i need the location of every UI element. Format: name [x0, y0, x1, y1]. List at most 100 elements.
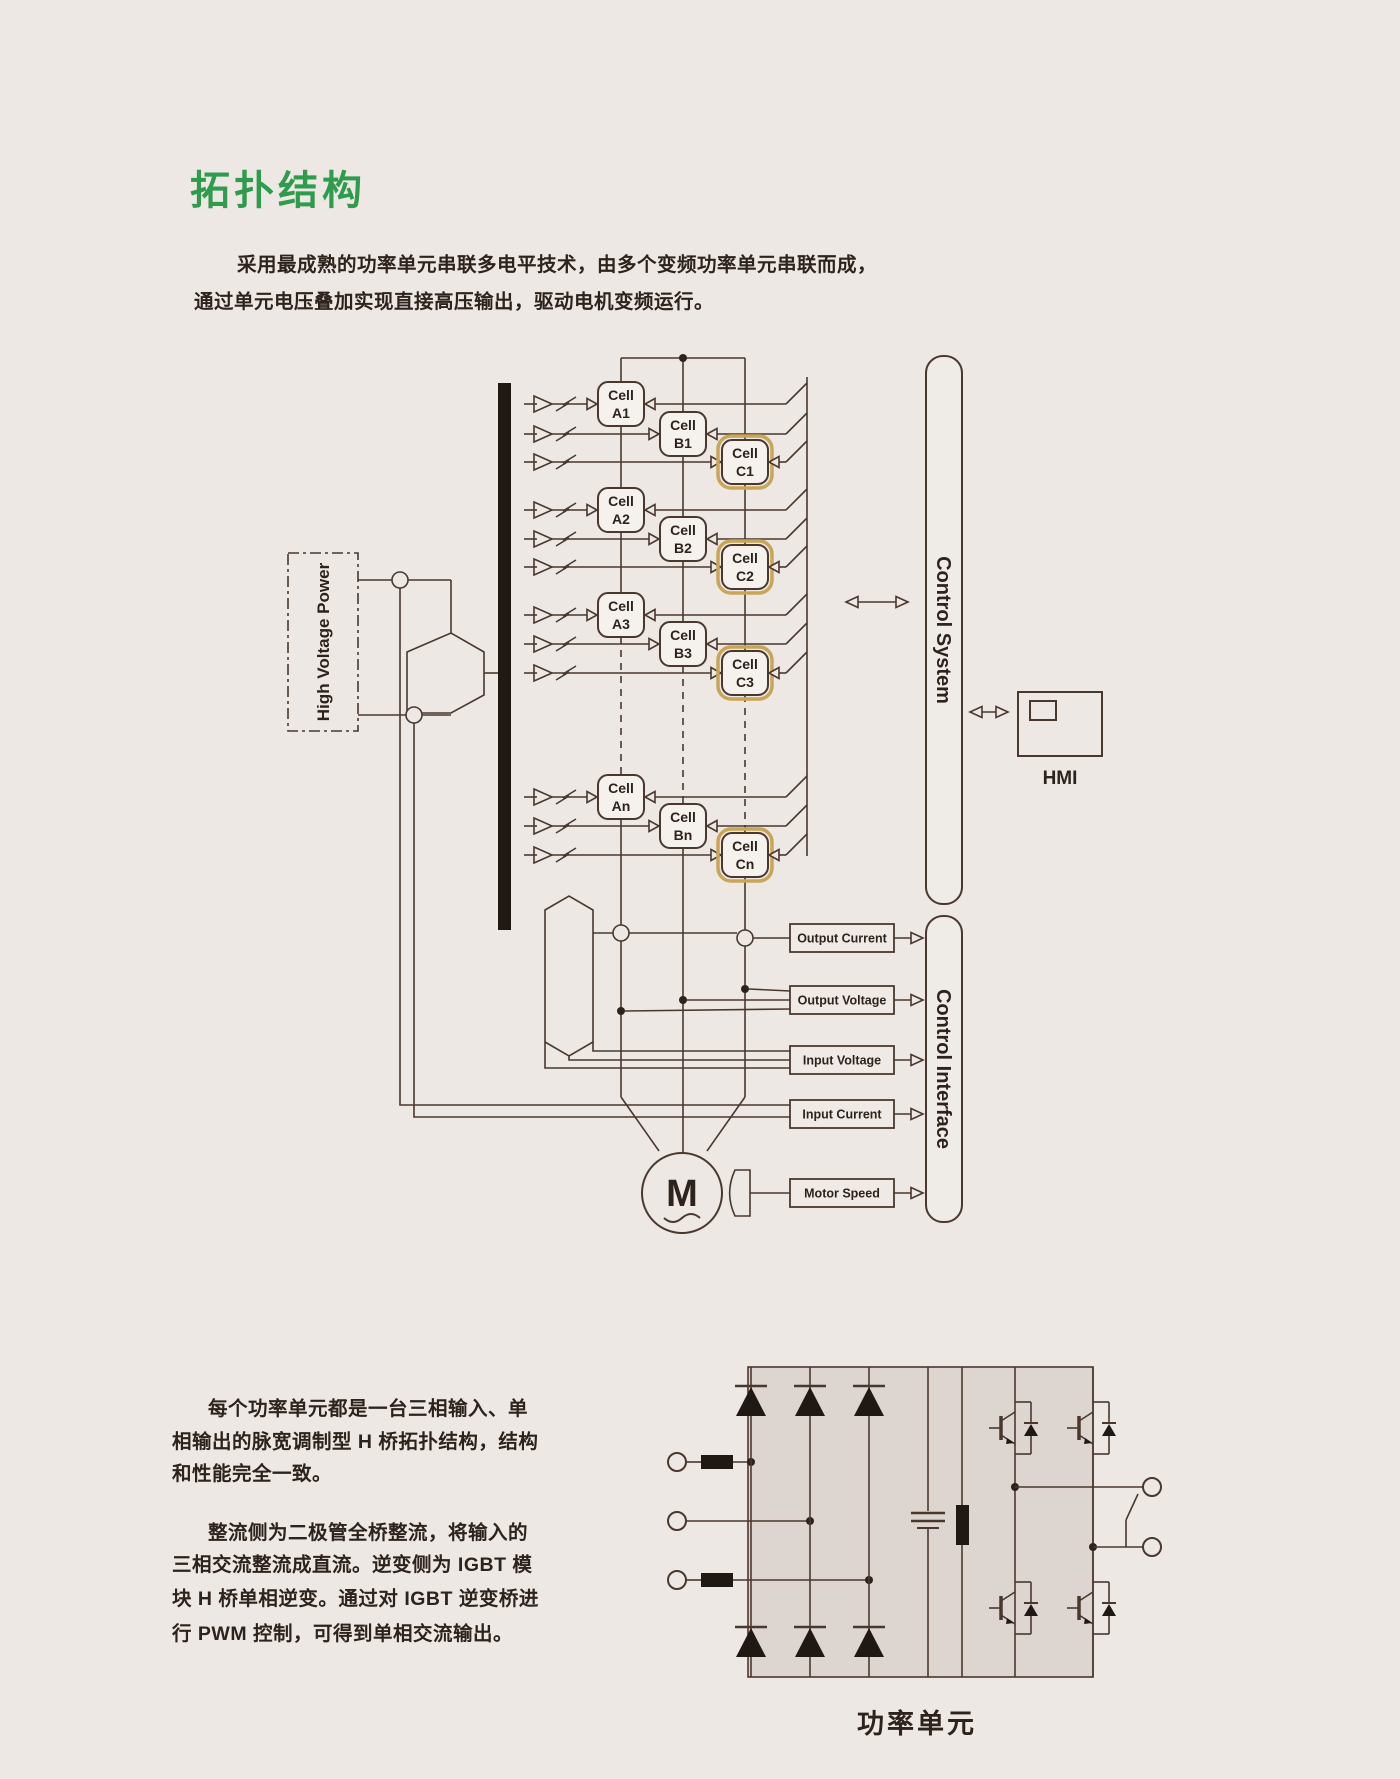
cell-word: Cell [608, 598, 634, 614]
cell-label: B3 [674, 645, 692, 661]
arrow-in-icon [710, 848, 723, 862]
control-interface-bar: Control Interface [925, 915, 963, 1223]
fiber-link-icon [555, 818, 577, 834]
cell-label: Bn [674, 827, 693, 843]
motor-icon [641, 1152, 723, 1234]
hv-input-wiring [358, 571, 790, 1118]
cell-label: Cn [736, 856, 755, 872]
arrow-out-icon [643, 397, 656, 411]
input-transformer-icon [406, 632, 485, 714]
motor-group: M [641, 1152, 790, 1234]
page-title: 拓扑结构 [190, 169, 366, 213]
diode-icon [736, 1387, 766, 1416]
arrow-out-icon [705, 532, 718, 546]
arrow-right-icon [910, 1053, 925, 1067]
fiber-link-icon [555, 789, 577, 805]
arrow-in-icon [586, 397, 599, 411]
cell-label: B1 [674, 435, 692, 451]
cell-word: Cell [732, 445, 758, 461]
arrow-in-icon [586, 790, 599, 804]
igbt-icon [1067, 1581, 1116, 1635]
arrow-right-icon [910, 1186, 925, 1200]
output-sensing [612, 924, 791, 1015]
fuse-icon [701, 1573, 733, 1587]
winding-icon [533, 663, 554, 683]
arrow-in-icon [710, 560, 723, 574]
diode-icon [795, 1628, 825, 1657]
arrow-right-icon [910, 1107, 925, 1121]
cell-word: Cell [732, 550, 758, 566]
cell-label: C2 [736, 568, 754, 584]
cell-label: A3 [612, 616, 630, 632]
cell-label: A2 [612, 511, 630, 527]
winding-icon [533, 634, 554, 654]
fiber-link-icon [555, 531, 577, 547]
diode-icon [736, 1628, 766, 1657]
hmi-label: HMI [1043, 768, 1078, 789]
encoder-icon [728, 1169, 751, 1217]
control-interface-label: Control Interface [932, 989, 954, 1149]
igbt-icon [1067, 1401, 1116, 1455]
high-voltage-power-label: High Voltage Power [314, 562, 333, 721]
fiber-link-icon [555, 396, 577, 412]
intro-line-1: 采用最成熟的功率单元串联多电平技术，由多个变频功率单元串联而成， [237, 254, 878, 276]
intro-line-2: 通过单元电压叠加实现直接高压输出，驱动电机变频运行。 [194, 291, 715, 313]
fiber-link-icon [555, 847, 577, 863]
arrow-in-icon [648, 427, 661, 441]
hmi-box: HMI [1017, 691, 1103, 789]
winding-icon [533, 529, 554, 549]
cell-label: A1 [612, 405, 630, 421]
diode-icon [795, 1387, 825, 1416]
winding-icon [533, 787, 554, 807]
winding-icon [533, 816, 554, 836]
topology-diagram: High Voltage Power [287, 354, 1103, 1234]
fiber-link-icon [555, 559, 577, 575]
high-voltage-power-box: High Voltage Power [287, 552, 359, 732]
signal-box-output-voltage: Output Voltage [789, 985, 925, 1015]
igbt-bridge [989, 1367, 1116, 1677]
winding-icon [533, 845, 554, 865]
power-unit-inputs [667, 1452, 873, 1590]
cs-hmi-arrow [968, 705, 1010, 719]
diode-icon [854, 1628, 884, 1657]
winding-icon [533, 424, 554, 444]
hmi-screen-icon [1029, 700, 1057, 721]
cells-cs-arrow [844, 595, 910, 609]
signal-box-motor-speed: Motor Speed [789, 1178, 925, 1208]
cell-word: Cell [732, 838, 758, 854]
winding-icon [533, 452, 554, 472]
transformer-bar [498, 383, 511, 930]
p1-line-3: 和性能完全一致。 [172, 1463, 333, 1485]
cell-label: An [612, 798, 631, 814]
winding-icon [533, 394, 554, 414]
signal-label: Input Current [802, 1108, 882, 1122]
arrow-in-icon [586, 503, 599, 517]
p2-line-3: 块 H 桥单相逆变。通过对 IGBT 逆变桥进 [172, 1588, 539, 1610]
input-current-sensor-icon [405, 706, 423, 724]
arrow-in-icon [648, 819, 661, 833]
arrow-in-icon [648, 637, 661, 651]
power-cells: CellA1CellB1CellC1CellA2CellB2CellC2Cell… [524, 381, 808, 883]
dc-link [911, 1367, 969, 1677]
motor-label: M [666, 1173, 698, 1215]
signal-label: Motor Speed [804, 1187, 880, 1201]
p1-line-1: 每个功率单元都是一台三相输入、单 [208, 1398, 529, 1420]
igbt-icon [989, 1401, 1038, 1455]
p2-line-4: 行 PWM 控制，可得到单相交流输出。 [172, 1623, 513, 1645]
rectifier-bridge [735, 1367, 885, 1677]
cell-word: Cell [608, 780, 634, 796]
p1-line-2: 相输出的脉宽调制型 H 桥拓扑结构，结构 [172, 1431, 539, 1453]
winding-icon [533, 500, 554, 520]
signal-box-input-voltage: Input Voltage [789, 1045, 925, 1075]
arrow-out-icon [643, 503, 656, 517]
